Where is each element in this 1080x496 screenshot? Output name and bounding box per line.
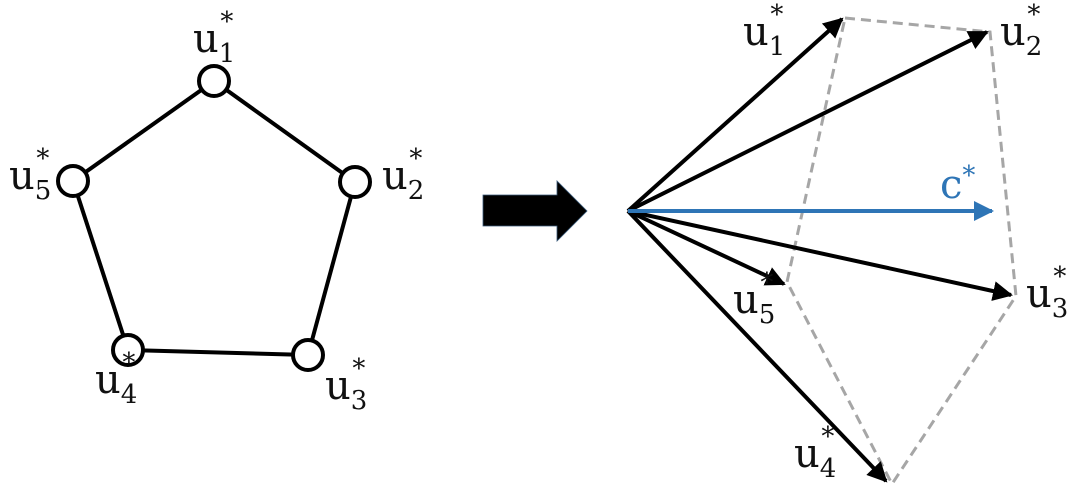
arrow-right-icon — [482, 180, 588, 242]
vector-u2 — [627, 30, 989, 213]
label-left-u5: u5* — [9, 144, 51, 206]
node-u1 — [197, 64, 231, 98]
label-left-u4: u4* — [95, 348, 137, 410]
node-u4 — [111, 333, 145, 367]
edge-u5-u1 — [71, 79, 216, 183]
label-left-u1: u1* — [193, 7, 235, 69]
label-centroid-c: c* — [940, 161, 975, 208]
label-left-u2: u2* — [382, 144, 424, 206]
vector-u4 — [626, 209, 888, 483]
pentagon-graph — [56, 64, 372, 372]
label-right-u1: u1* — [743, 0, 785, 62]
edge-u2-u3 — [306, 181, 357, 356]
vectors — [626, 17, 1013, 483]
node-u3 — [291, 338, 325, 372]
node-u2 — [338, 165, 372, 199]
label-left-u3: u3* — [325, 354, 367, 416]
label-right-u5: u5* — [733, 268, 775, 330]
vector-u1 — [626, 17, 844, 213]
label-right-u4: u4* — [794, 422, 836, 484]
dashed-hull — [785, 16, 1018, 487]
vector-u5 — [627, 209, 786, 286]
edge-u4-u5 — [71, 180, 130, 351]
vector-u3 — [627, 209, 1013, 301]
label-right-u3: u3* — [1026, 262, 1068, 324]
edge-u3-u4 — [127, 348, 309, 357]
label-right-u2: u2* — [1000, 0, 1042, 62]
edge-u1-u2 — [212, 79, 357, 184]
node-u5 — [56, 164, 90, 198]
